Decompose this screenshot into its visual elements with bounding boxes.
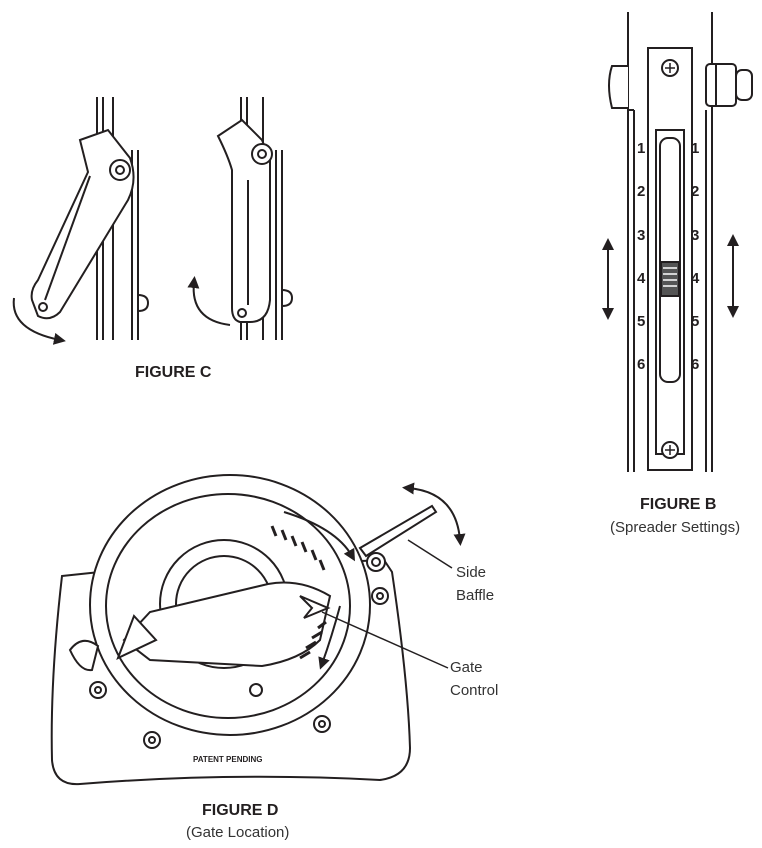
figure-b-slider xyxy=(660,261,680,297)
scale-number: 4 xyxy=(691,270,700,287)
scale-number: 3 xyxy=(691,227,700,244)
baffle-label: Baffle xyxy=(456,587,495,604)
figure-c-right-lever xyxy=(216,118,273,323)
scale-number: 1 xyxy=(691,140,700,157)
figure-c-left-lever xyxy=(30,128,135,320)
scale-number: 1 xyxy=(637,140,646,157)
figure-b-subtitle: (Spreader Settings) xyxy=(610,519,741,536)
figure-d-left-shroud xyxy=(116,614,158,660)
figure-c-rotate-arrow-up xyxy=(187,276,231,326)
scale-number: 4 xyxy=(637,270,646,287)
figure-d-left-knob xyxy=(68,639,100,672)
figure-d-title: FIGURE D xyxy=(202,802,279,819)
figure-b-right-knob xyxy=(705,63,753,107)
scale-number: 2 xyxy=(637,183,646,200)
figure-d-gate-teeth xyxy=(270,525,327,660)
figure-c-illustration xyxy=(12,97,294,345)
figure-d-arrow-cw xyxy=(283,511,355,562)
figure-d-illustration xyxy=(50,474,466,786)
figure-b-illustration xyxy=(602,12,753,472)
figure-d-gate-pointer xyxy=(299,595,331,619)
figure-c-rotate-arrow-down xyxy=(12,297,66,345)
figure-d-side-lever xyxy=(358,504,438,558)
side-label: Side xyxy=(456,564,487,581)
scale-number: 5 xyxy=(637,313,646,330)
gate-label: Gate xyxy=(450,659,483,676)
figure-c-title: FIGURE C xyxy=(135,364,212,381)
figure-d-side-baffle-leader xyxy=(407,539,453,569)
patent-pending-imprint: PATENT PENDING xyxy=(193,755,263,764)
figure-d-gate-plate xyxy=(122,581,332,668)
figure-d-rotate-arrow xyxy=(402,482,466,546)
figure-d-mid-ring xyxy=(105,493,351,719)
scale-number: 3 xyxy=(637,227,646,244)
scale-number: 6 xyxy=(691,356,700,373)
figure-b-left-knob xyxy=(608,65,628,109)
figure-d-gate-control-leader xyxy=(321,611,449,669)
figure-d-arrow-down xyxy=(318,605,341,670)
scale-number: 5 xyxy=(691,313,700,330)
control-label: Control xyxy=(450,682,499,699)
figure-b-title: FIGURE B xyxy=(640,496,717,513)
figure-d-base-screws xyxy=(89,552,389,749)
figure-d-subtitle: (Gate Location) xyxy=(186,824,290,841)
scale-number: 2 xyxy=(691,183,700,200)
scale-number: 6 xyxy=(637,356,646,373)
